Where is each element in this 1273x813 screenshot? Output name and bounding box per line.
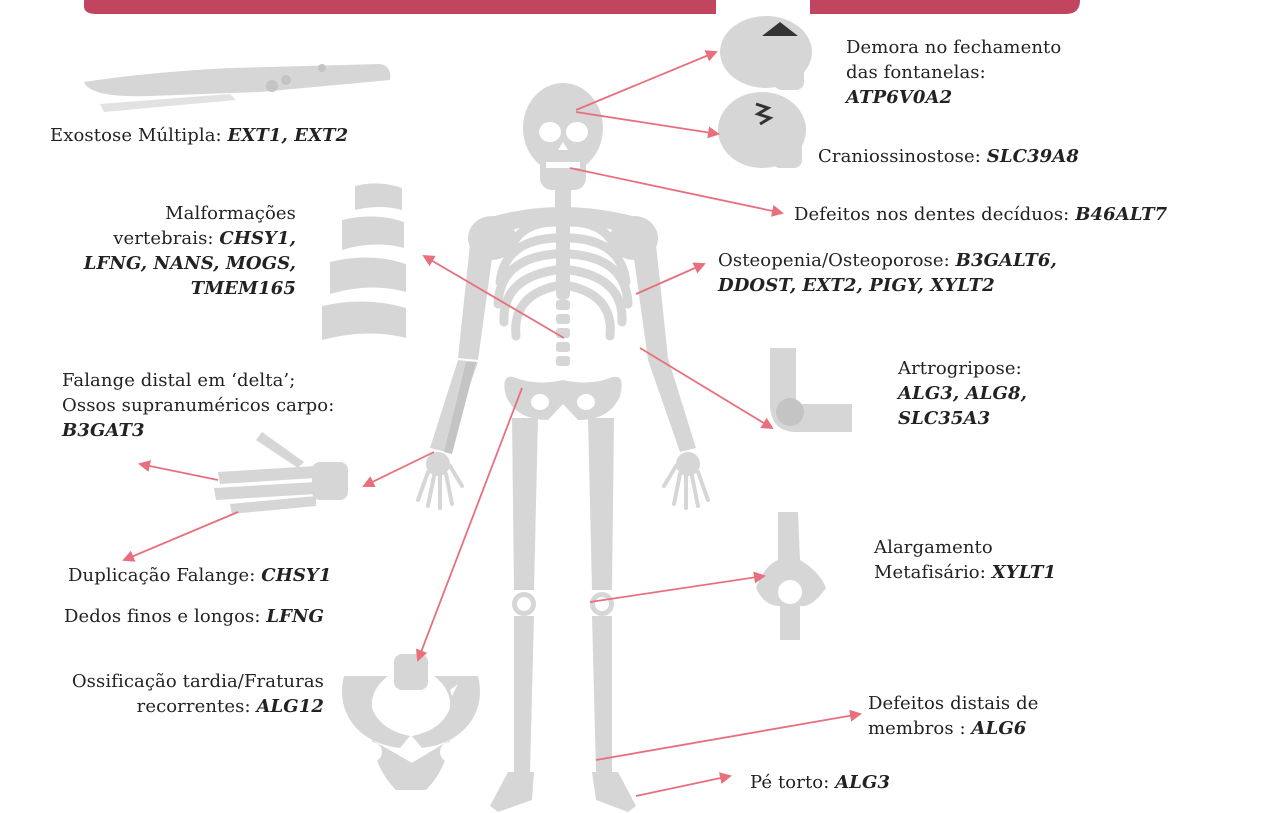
label-osteopenia: Osteopenia/Osteoporose: B3GALT6, DDOST, …: [718, 248, 1057, 298]
label-pe-torto: Pé torto: ALG3: [750, 770, 890, 795]
arrow-pe-torto: [636, 776, 730, 796]
arrow-fontanelas: [576, 52, 716, 110]
label-ossificacao: Ossificação tardia/Fraturas recorrentes:…: [6, 669, 324, 719]
label-malformacoes: Malformações vertebrais: CHSY1, LFNG, NA…: [50, 201, 296, 301]
label-distais: Defeitos distais de membros : ALG6: [868, 691, 1038, 741]
top-banner: [84, 0, 1080, 14]
arrow-ossificacao: [418, 388, 522, 660]
label-artrogripose: Artrogripose: ALG3, ALG8, SLC35A3: [898, 356, 1027, 431]
label-cranio: Craniossinostose: SLC39A8: [818, 144, 1079, 169]
label-falange-delta: Falange distal em ‘delta’; Ossos supranu…: [62, 368, 334, 443]
arrow-dentes: [570, 168, 782, 213]
thumb-arm-exostose: [84, 64, 390, 112]
arrow-alargamento: [590, 576, 764, 602]
label-dedos: Dedos finos e longos: LFNG: [64, 604, 324, 629]
label-alargamento: Alargamento Metafisário: XYLT1: [874, 535, 1056, 585]
thumb-knee: [756, 512, 826, 640]
label-exostose: Exostose Múltipla: EXT1, EXT2: [50, 123, 348, 148]
label-fontanelas: Demora no fechamento das fontanelas: ATP…: [846, 35, 1061, 110]
arrow-falange-delta: [140, 464, 218, 480]
thumb-vertebrae: [322, 183, 406, 340]
arrow-distais: [596, 714, 860, 760]
thumb-hand: [214, 432, 348, 514]
thumb-elbow: [770, 348, 852, 432]
thumb-skull-cranio: [718, 92, 806, 168]
label-dentes: Defeitos nos dentes decíduos: B46ALT7: [794, 202, 1167, 227]
label-duplicacao: Duplicação Falange: CHSY1: [68, 563, 332, 588]
thumb-pelvis: [342, 654, 480, 790]
arrow-duplicacao: [124, 512, 238, 560]
thumb-skull-fontanel: [720, 16, 812, 90]
